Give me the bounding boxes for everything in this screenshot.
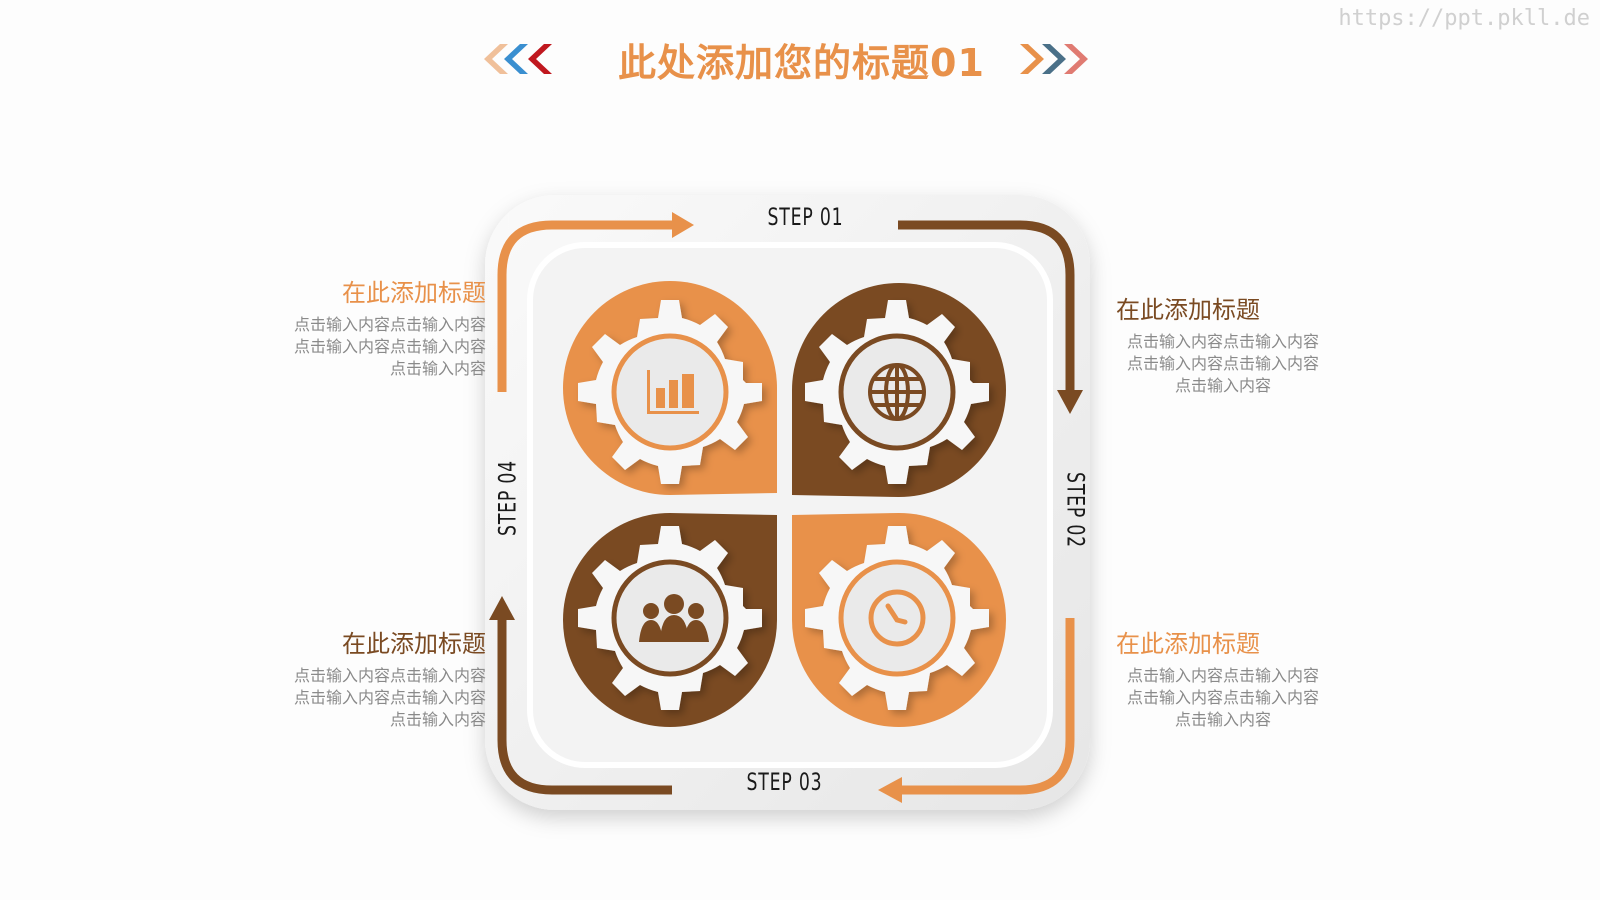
- panel-line: 点击输入内容点击输入内容: [293, 315, 486, 334]
- panel-line: 点击输入内容: [389, 359, 486, 378]
- step-04-label: STEP 04: [493, 460, 522, 536]
- text-panel-3: 在此添加标题 点击输入内容点击输入内容 点击输入内容点击输入内容 点击输入内容: [1108, 624, 1338, 731]
- text-panel-2: 在此添加标题 点击输入内容点击输入内容 点击输入内容点击输入内容 点击输入内容: [1108, 290, 1338, 397]
- panel-line: 点击输入内容点击输入内容: [293, 666, 486, 685]
- text-panel-1: 在此添加标题 点击输入内容点击输入内容 点击输入内容点击输入内容 点击输入内容: [256, 273, 486, 380]
- panel-line: 点击输入内容点击输入内容: [1126, 332, 1319, 351]
- panel-title: 在此添加标题: [1116, 630, 1260, 658]
- panel-line: 点击输入内容: [389, 710, 486, 729]
- panel-line: 点击输入内容点击输入内容: [1126, 688, 1319, 707]
- panel-title: 在此添加标题: [342, 630, 486, 658]
- step-01-label: STEP 01: [767, 203, 844, 231]
- step-03-label: STEP 03: [746, 768, 823, 796]
- team-icon: [639, 594, 709, 642]
- right-chevrons-icon: [1020, 44, 1088, 74]
- text-panel-4: 在此添加标题 点击输入内容点击输入内容 点击输入内容点击输入内容 点击输入内容: [256, 624, 486, 731]
- panel-line: 点击输入内容: [1174, 376, 1271, 395]
- panel-title: 在此添加标题: [1116, 296, 1260, 324]
- panel-line: 点击输入内容点击输入内容: [293, 688, 486, 707]
- header: 此处添加您的标题01: [0, 30, 1600, 90]
- step-02-label: STEP 02: [1061, 472, 1090, 548]
- panel-line: 点击输入内容: [1174, 710, 1271, 729]
- watermark-url: https://ppt.pkll.de: [1338, 6, 1590, 31]
- clock-icon: [868, 589, 926, 647]
- page-title: 此处添加您的标题01: [618, 41, 985, 85]
- panel-line: 点击输入内容点击输入内容: [293, 337, 486, 356]
- panel-title: 在此添加标题: [342, 279, 486, 307]
- panel-line: 点击输入内容点击输入内容: [1126, 354, 1319, 373]
- left-chevrons-icon: [484, 44, 552, 74]
- bar-chart-icon: [647, 370, 699, 414]
- panel-line: 点击输入内容点击输入内容: [1126, 666, 1319, 685]
- globe-icon: [868, 363, 926, 421]
